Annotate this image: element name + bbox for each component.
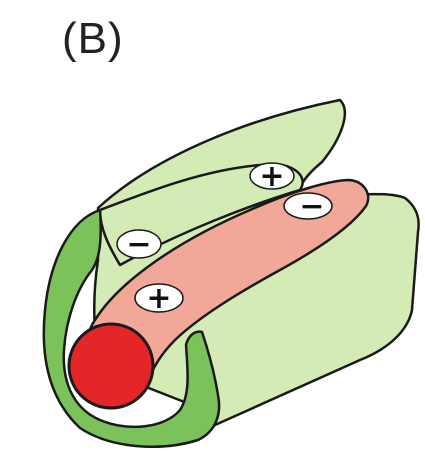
- red-core: [69, 324, 153, 408]
- charge-left-minus-label: −: [126, 227, 151, 262]
- charge-middle-plus-label: +: [146, 281, 171, 316]
- charge-top-plus-label: +: [259, 159, 284, 194]
- charge-upper-minus-label: −: [299, 189, 324, 224]
